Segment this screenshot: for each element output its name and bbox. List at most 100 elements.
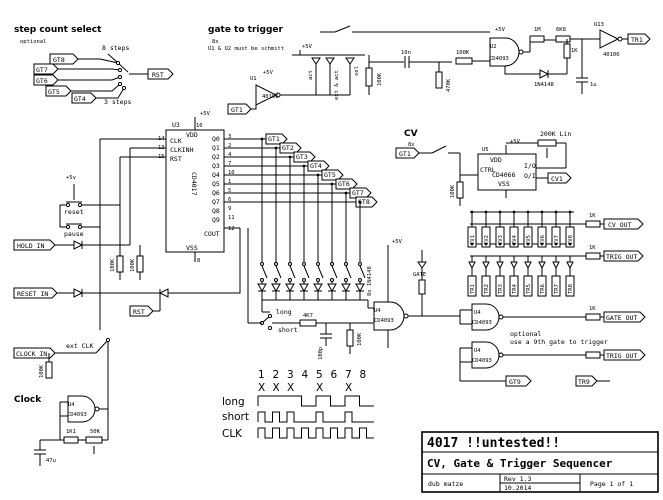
gt-connector-label: GT4: [310, 162, 322, 170]
led-vcc: +5V: [302, 44, 313, 50]
step-count-title: step count select: [14, 25, 102, 35]
c47u-label: 47u: [46, 458, 56, 464]
u5-part: CD4066: [492, 171, 516, 179]
bus-junction: [302, 164, 306, 168]
u3-pin8: 8: [197, 258, 200, 264]
switch-contact: [316, 262, 320, 266]
u5-vcc: +5V: [510, 139, 521, 145]
u3-pin-number: 5: [228, 188, 231, 194]
u3-pin-number: 1: [228, 179, 231, 185]
u3-q-label: Q8: [212, 207, 220, 215]
u3-pin16: 16: [196, 123, 203, 129]
gt9-connector: [505, 375, 532, 387]
cv-out-label: CV OUT: [608, 221, 632, 229]
u4-nand-gate: [373, 301, 405, 331]
rst-b-label: RST: [133, 308, 145, 316]
r100k-g-label: 100K: [450, 184, 456, 198]
clock-u4-part: CD4093: [67, 412, 87, 418]
u3-pin12: 12: [228, 226, 235, 232]
cv-pot-label: CV6: [540, 235, 546, 245]
resistor-100k-f: [346, 329, 354, 347]
resistor-1k-cv: [585, 220, 601, 228]
u5-cd4066-chip: [477, 153, 537, 191]
switch-contact: [274, 262, 278, 266]
trig-out2-label: TRIG OUT: [606, 352, 637, 360]
timing-step-number: 7: [345, 369, 352, 381]
u1-inverter: [255, 84, 278, 106]
switch-contact: [330, 262, 334, 266]
timing-step-mark: X: [287, 382, 294, 394]
outputs-section: 1K CV OUT 1K TRIG OUT U4 CD4093 1K GATE …: [459, 213, 646, 387]
gt-connector-3: [293, 151, 316, 163]
diode-cout: [158, 288, 169, 298]
step-switch-lever: [289, 265, 296, 279]
gt1-label: GT1: [231, 106, 243, 114]
r100k-c-label: 100K: [110, 258, 116, 272]
bus-junction: [316, 173, 320, 177]
clock-in-connector: [13, 347, 56, 359]
gt5-connector: [45, 85, 72, 97]
r100k-b-label: 100K: [456, 50, 470, 56]
step-switches: [257, 262, 366, 300]
resistor-4k7: [299, 319, 317, 327]
schmitt-note: U1 & U2 must be schmitt: [208, 46, 284, 52]
clock-section: Clock U4 CD4093 1K1 50K 47u: [14, 360, 109, 466]
title-block-subtitle: CV, Gate & Trigger Sequencer: [427, 457, 613, 470]
u4-b-part: CD4093: [472, 320, 492, 326]
u1-part: 40106: [262, 94, 279, 100]
rst-connector: [147, 68, 174, 80]
resistor-100k-b: [455, 57, 473, 65]
u3-cd4017-chip: [165, 129, 225, 253]
u3-counter-section: U3 VDD CLK CLKINH RST CD4017 VSS COUT 14…: [100, 111, 240, 264]
gate-to-trigger-title: gate to trigger: [208, 25, 283, 35]
r4k7-label: 4K7: [303, 313, 313, 319]
u3-q-label: Q5: [212, 180, 220, 188]
u3-q-label: Q6: [212, 189, 220, 197]
u3-rst: RST: [170, 155, 182, 163]
u3-label: U3: [172, 121, 180, 129]
u4-trig-nand: [471, 341, 500, 369]
timing-step-number: 2: [273, 369, 280, 381]
timing-step-mark: X: [316, 382, 323, 394]
step-diode: [271, 283, 281, 293]
trig-rail-junction: [526, 242, 530, 246]
gt-connector-label: GT3: [296, 153, 308, 161]
tr-pot-label: TR7: [554, 284, 560, 294]
step-switch-lever: [359, 265, 366, 279]
u5-label: U5: [482, 147, 489, 153]
gate-combiner: 8x 1N4148 long short 4K7 100p 100K U4 CD…: [247, 228, 460, 360]
u3-q-label: Q7: [212, 198, 220, 206]
gt7-connector: [33, 63, 59, 75]
switch-contact: [330, 278, 334, 282]
u3-pin-number: 4: [228, 152, 232, 158]
u3-q-label: Q3: [212, 162, 220, 170]
bus-junction: [288, 155, 292, 159]
u3-q-label: Q0: [212, 135, 220, 143]
cv-pot-label: CV4: [512, 234, 518, 245]
resistor-1m: [529, 35, 545, 43]
r6k8-label: 6K8: [556, 27, 566, 33]
tr-pot-label: TR4: [512, 283, 518, 294]
step-switch-lever: [345, 265, 352, 279]
trig-rail-junction: [484, 242, 488, 246]
gt-connector-label: GT7: [352, 189, 364, 197]
switch-contact: [316, 278, 320, 282]
u3-pin-number: 10: [228, 170, 235, 176]
u3-q-label: Q4: [212, 171, 220, 179]
r1m-label: 1M: [534, 27, 541, 33]
u3-vdd: VDD: [186, 131, 198, 139]
trig-rail-junction: [498, 242, 502, 246]
clock-u4-nand: [67, 395, 96, 423]
r100k-e-label: 100K: [39, 364, 45, 378]
trig-diode: [566, 261, 574, 270]
gt-connector-2: [279, 142, 302, 154]
r50k-label: 50K: [90, 429, 101, 435]
r1k1-label: 1K1: [66, 429, 76, 435]
u3-pin-number: 11: [228, 215, 235, 221]
rst-label: RST: [152, 71, 164, 79]
tr9-connector: [575, 375, 598, 387]
trig-rail-junction: [568, 242, 572, 246]
pot-200k: [537, 139, 557, 147]
